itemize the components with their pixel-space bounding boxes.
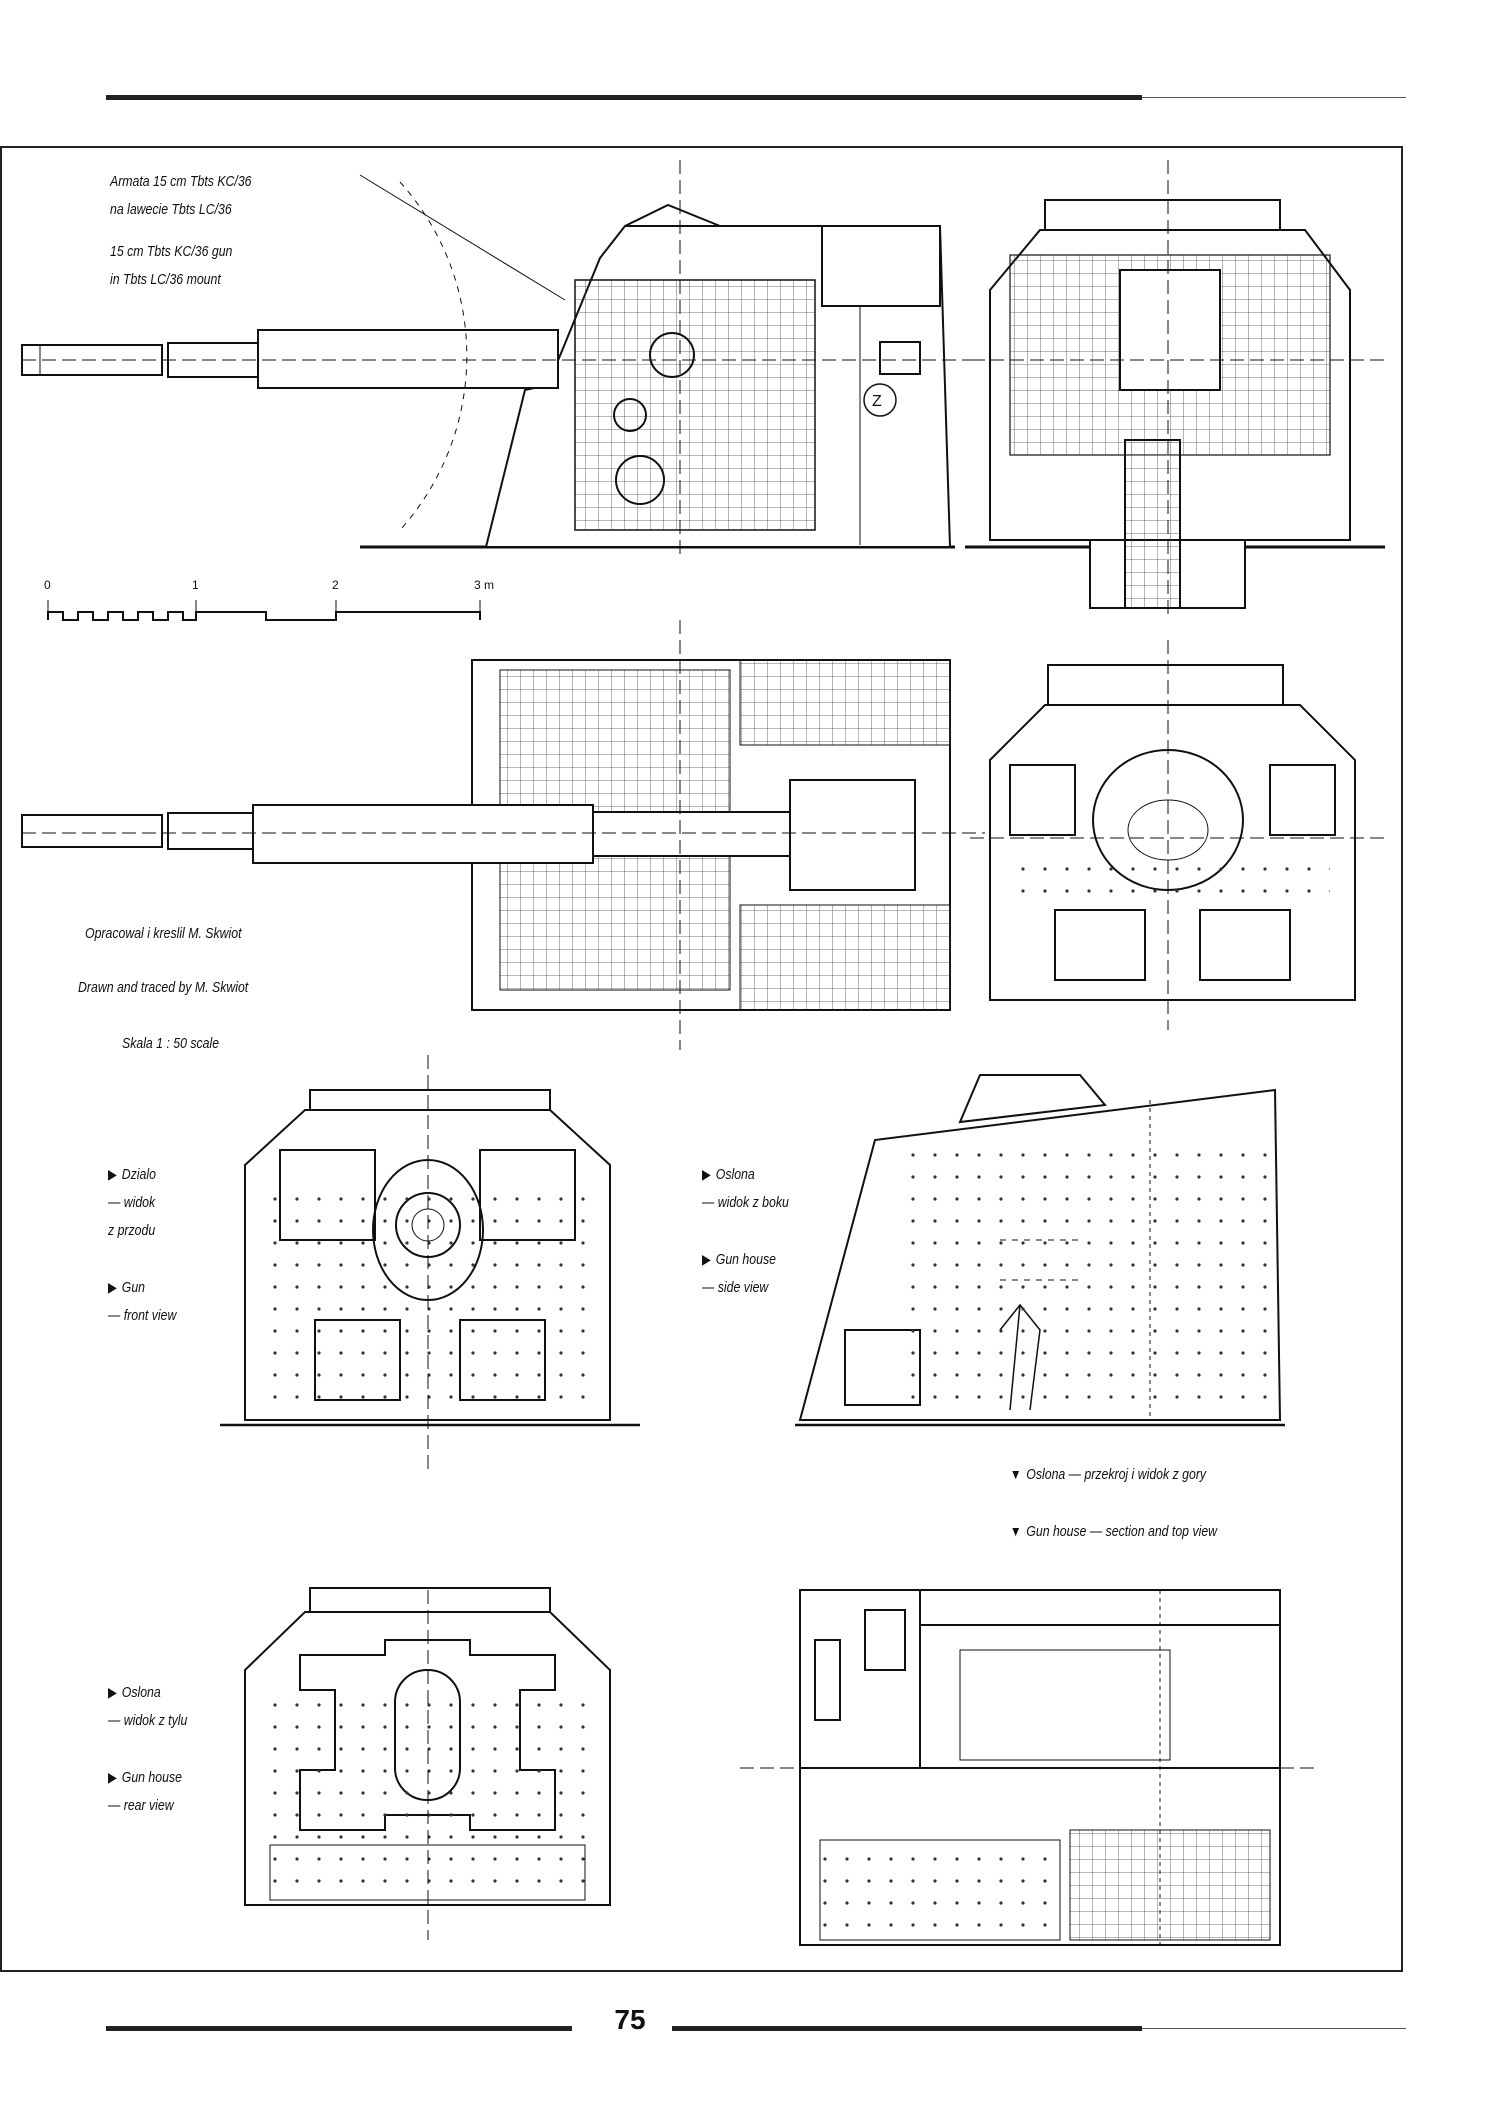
front-caption-en-2: — front view (108, 1307, 177, 1324)
rear-view-caption: ▶Oslona — widok z tylu ▶Gun house — rear… (108, 1678, 187, 1820)
scale-caption: Skala 1 : 50 scale (122, 1035, 220, 1052)
front-caption-pl-1: ▶Dzialo (108, 1166, 156, 1183)
gun-caption-pl-2: na lawecie Tbts LC/36 (110, 201, 232, 218)
callout-z: Z (872, 393, 882, 410)
footer-rule-right (672, 2026, 1142, 2031)
gun-caption-pl-1: Armata 15 cm Tbts KC/36 (110, 173, 252, 190)
section-caption-pl: ▼Oslona — przekroj i widok z gory (1010, 1466, 1207, 1483)
gunhouse-front-view (220, 1055, 640, 1475)
rear-caption-en-1: ▶Gun house (108, 1769, 182, 1786)
gun-rear-section (970, 640, 1385, 1030)
scale-tick-0: 0 (44, 578, 51, 592)
footer-rule-thin (1142, 2028, 1406, 2029)
front-caption-en-1: ▶Gun (108, 1279, 146, 1296)
gunhouse-side-view (795, 1074, 1285, 1427)
drawn-caption-en: Drawn and traced by M. Skwiot (78, 979, 249, 996)
rear-caption-pl-2: — widok z tylu (108, 1712, 188, 1729)
header-rule (106, 95, 1142, 100)
scale-tick-2: 2 (332, 578, 339, 592)
gun-caption: Armata 15 cm Tbts KC/36 na lawecie Tbts … (110, 168, 252, 294)
side-caption-en-2: — side view (702, 1279, 769, 1296)
side-caption-en-1: ▶Gun house (702, 1251, 776, 1268)
drawn-caption-pl: Opracowal i kreslil M. Skwiot (85, 925, 242, 942)
page-number: 75 (614, 2004, 646, 2035)
scale-tick-3: 3 m (474, 578, 495, 592)
side-caption-pl-1: ▶Oslona (702, 1166, 755, 1183)
header-rule-thin (1142, 97, 1406, 98)
footer-rule-left (106, 2026, 572, 2031)
scale-bar (47, 600, 481, 621)
front-view-caption: ▶Dzialo — widok z przodu ▶Gun — front vi… (108, 1160, 176, 1330)
side-view-caption: ▶Oslona — widok z boku ▶Gun house — side… (702, 1160, 789, 1302)
gun-top-view (21, 620, 985, 1050)
scale-tick-1: 1 (192, 578, 199, 592)
gunhouse-section-top-view (740, 1589, 1320, 1946)
gun-front-section (965, 160, 1385, 620)
section-caption: ▼Oslona — przekroj i widok z gory ▼Gun h… (1010, 1460, 1217, 1546)
drawing-frame (0, 146, 1403, 1972)
gun-caption-en-2: in Tbts LC/36 mount (110, 271, 221, 288)
gunhouse-rear-view (244, 1587, 611, 1940)
gun-caption-en-1: 15 cm Tbts KC/36 gun (110, 243, 233, 260)
rear-caption-en-2: — rear view (108, 1797, 174, 1814)
front-caption-pl-2: — widok (108, 1194, 156, 1211)
front-caption-pl-3: z przodu (108, 1222, 156, 1239)
gun-side-view: Z (21, 160, 985, 560)
rear-caption-pl-1: ▶Oslona (108, 1684, 161, 1701)
side-caption-pl-2: — widok z boku (702, 1194, 789, 1211)
section-caption-en: ▼Gun house — section and top view (1010, 1523, 1218, 1540)
